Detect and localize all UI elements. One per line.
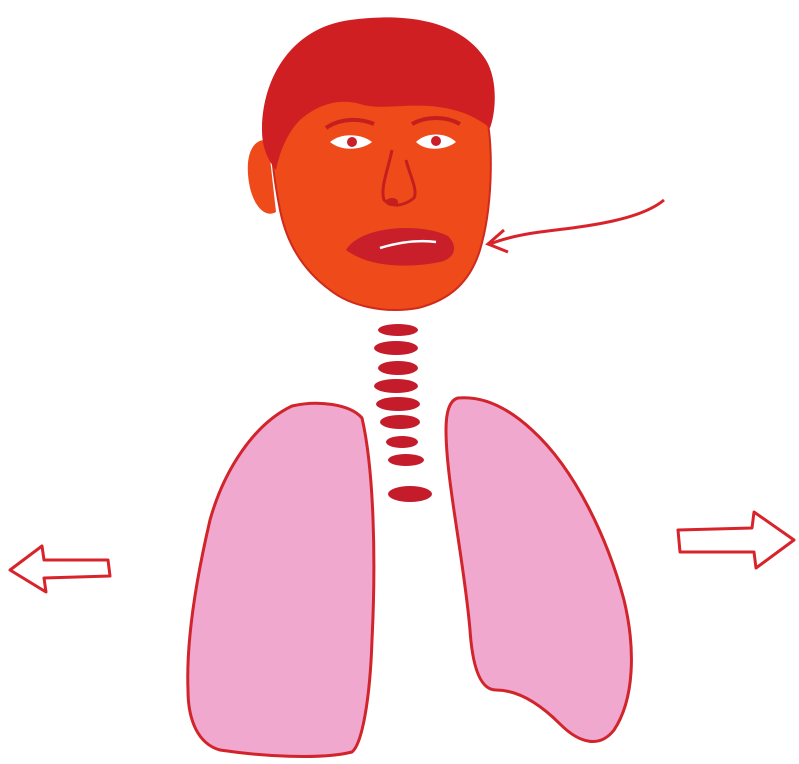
- lungs: [188, 398, 632, 757]
- left-pupil: [347, 137, 357, 147]
- trachea-ring: [388, 454, 424, 466]
- hollow-arrow-right-icon: [678, 512, 794, 568]
- trachea-ring: [380, 415, 420, 429]
- left-arrow-outline: [10, 546, 110, 592]
- nostril: [386, 198, 398, 206]
- trachea-ring: [388, 486, 432, 502]
- arrow-pointing-left-icon: [488, 200, 664, 252]
- trachea-ring: [378, 361, 418, 375]
- pointer-arrow-shaft: [490, 200, 664, 244]
- trachea-ring: [374, 379, 418, 393]
- right-pupil: [431, 136, 441, 146]
- trachea-ring: [378, 324, 418, 336]
- right-lung: [446, 398, 631, 742]
- trachea-ring: [386, 436, 418, 448]
- left-lung: [188, 403, 374, 756]
- trachea-ring: [374, 341, 418, 355]
- head: [248, 17, 495, 310]
- trachea-ring: [376, 397, 420, 411]
- right-arrow-outline: [678, 512, 794, 568]
- hollow-arrow-left-icon: [10, 546, 110, 592]
- trachea: [374, 324, 432, 502]
